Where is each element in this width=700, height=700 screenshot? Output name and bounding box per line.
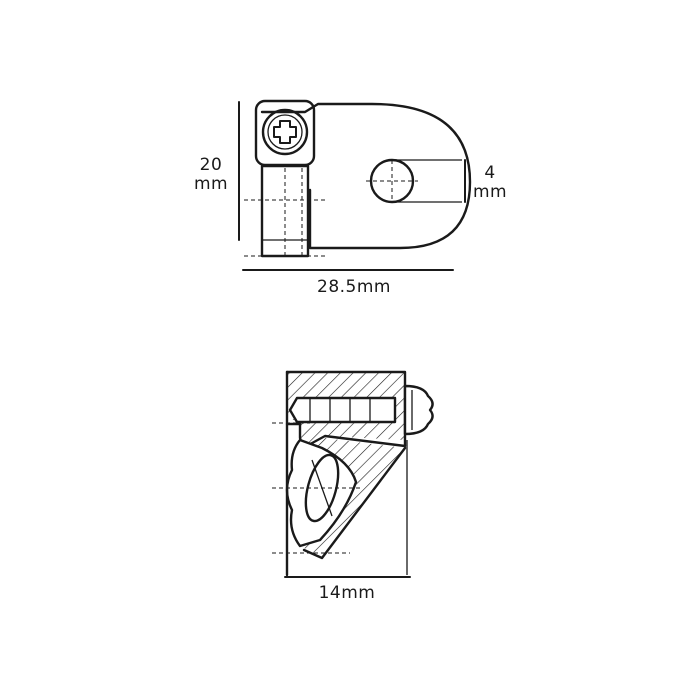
section-outline-upper [285, 370, 407, 450]
screw-head-side [403, 384, 434, 436]
side-view: 14mm [272, 370, 434, 603]
width-label: 28.5mm [317, 277, 391, 297]
screw-shank [288, 396, 397, 424]
hole-value-label: 4 [484, 163, 495, 183]
screw-head-inner [267, 114, 303, 150]
depth-label: 14mm [319, 583, 376, 603]
phillips-cross-icon [273, 120, 297, 144]
hole-unit-label: mm [473, 182, 507, 202]
height-value-label: 20 [200, 155, 223, 175]
top-view: 20 mm 4 mm 28.5mm [194, 99, 507, 297]
bracket-plate-outline [260, 102, 472, 250]
height-unit-label: mm [194, 174, 228, 194]
screw-head-outer [261, 108, 309, 156]
